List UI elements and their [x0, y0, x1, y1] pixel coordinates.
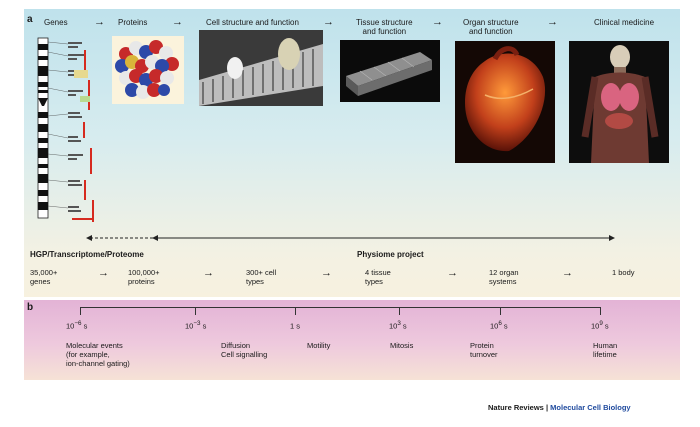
- tick-label-1e-3: 10−3 s: [185, 320, 207, 331]
- count-tissue-types: 4 tissue types: [365, 268, 391, 286]
- timescale-tick: [80, 307, 81, 315]
- timescale-tick: [600, 307, 601, 315]
- panel-b-label: b: [27, 302, 34, 313]
- stage-tissue-label: Tissue structure and function: [356, 18, 413, 36]
- event-human-lifetime: Human lifetime: [593, 341, 618, 359]
- count-proteins: 100,000+ proteins: [128, 268, 160, 286]
- protein-structure-image: [112, 36, 184, 104]
- timescale-tick: [399, 307, 400, 315]
- arrow-right-icon: →: [203, 267, 214, 279]
- credit-separator: |: [545, 403, 549, 412]
- heart-image: [455, 41, 555, 163]
- arrow-right-icon: →: [94, 16, 105, 28]
- panel-b: [24, 300, 680, 380]
- arrow-right-icon: →: [432, 16, 443, 28]
- timescale-tick: [295, 307, 296, 315]
- arrow-right-icon: →: [547, 16, 558, 28]
- count-genes: 35,000+ genes: [30, 268, 58, 286]
- count-body: 1 body: [612, 268, 635, 277]
- arrow-right-icon: →: [447, 267, 458, 279]
- event-protein-turnover: Protein turnover: [470, 341, 498, 359]
- journal-section: Molecular Cell Biology: [550, 403, 631, 412]
- event-mitosis: Mitosis: [390, 341, 414, 350]
- human-body-image: [569, 41, 669, 163]
- count-cell-types: 300+ cell types: [246, 268, 277, 286]
- tissue-structure-image: [340, 40, 440, 102]
- arrow-right-icon: →: [172, 16, 183, 28]
- stage-genes-label: Genes: [44, 18, 68, 27]
- event-molecular: Molecular events (for example, ion-chann…: [66, 341, 130, 368]
- tick-label-1e-6: 10−6 s: [66, 320, 88, 331]
- chromosome-map-image: [37, 37, 94, 222]
- stage-cell-label: Cell structure and function: [206, 18, 299, 27]
- journal-credit: Nature Reviews | Molecular Cell Biology: [488, 403, 631, 412]
- arrow-right-icon: →: [323, 16, 334, 28]
- journal-name: Nature Reviews: [488, 403, 544, 412]
- tick-label-1e3: 103 s: [389, 320, 407, 331]
- stage-organ-label: Organ structure and function: [463, 18, 519, 36]
- event-motility: Motility: [307, 341, 331, 350]
- timescale-tick: [500, 307, 501, 315]
- tick-label-1e6: 106 s: [490, 320, 508, 331]
- arrow-right-icon: →: [98, 267, 109, 279]
- panel-a-label: a: [27, 14, 33, 25]
- event-diffusion: Diffusion Cell signalling: [221, 341, 268, 359]
- stage-clinical-label: Clinical medicine: [594, 18, 655, 27]
- arrow-right-icon: →: [562, 267, 573, 279]
- timescale-tick: [195, 307, 196, 315]
- timescale-axis: [80, 307, 600, 308]
- tick-label-1e9: 109 s: [591, 320, 609, 331]
- cell-membrane-image: [199, 30, 323, 106]
- project-physiome-label: Physiome project: [357, 250, 424, 259]
- stage-proteins-label: Proteins: [118, 18, 148, 27]
- project-hgp-label: HGP/Transcriptome/Proteome: [30, 250, 144, 259]
- arrow-right-icon: →: [321, 267, 332, 279]
- count-organ-systems: 12 organ systems: [489, 268, 519, 286]
- project-range-arrows: [86, 235, 615, 241]
- tick-label-1s: 1 s: [290, 321, 301, 331]
